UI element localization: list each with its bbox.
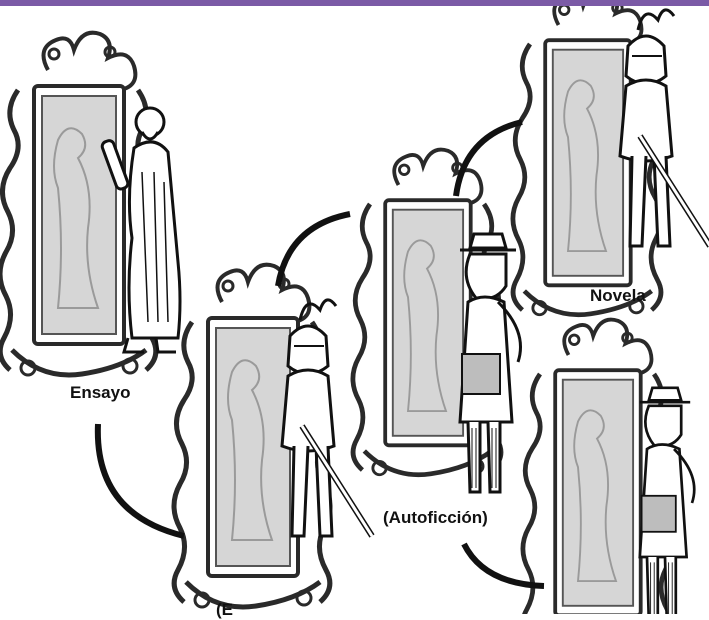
connector-arc <box>456 122 522 196</box>
illustration <box>0 6 709 614</box>
label-novela: Novela <box>590 286 646 306</box>
label-autoficcion: (Autoficción) <box>383 508 488 528</box>
connector-arc <box>278 214 350 286</box>
label-ensayo: Ensayo <box>70 383 130 403</box>
label-cut-off: (E <box>216 600 233 620</box>
modern-man-with-hat-icon <box>460 234 521 492</box>
connector-arc <box>98 424 184 536</box>
knight-icon <box>282 300 372 536</box>
knight-icon <box>620 10 709 246</box>
modern-man-with-hat-icon <box>640 388 694 614</box>
